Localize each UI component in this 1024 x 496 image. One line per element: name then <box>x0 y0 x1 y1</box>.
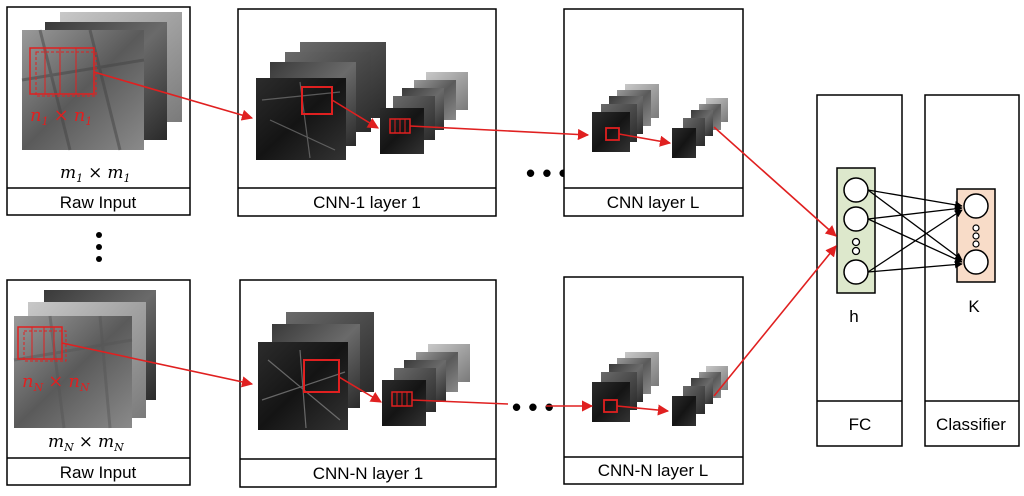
arrow-input-to-cnnn <box>61 342 254 388</box>
input-image-layer <box>14 316 132 428</box>
feature-map <box>672 396 696 426</box>
feature-map <box>380 108 424 154</box>
cnn-layer-l-caption: CNN layer L <box>607 193 700 212</box>
feature-map <box>592 382 630 422</box>
cnn-layer-l-panel: CNN layer L <box>563 8 744 217</box>
arrow-cnnn-to-dots <box>411 399 509 405</box>
raw-input-bottom-panel: nN×nN mN×mN Raw Input <box>6 279 191 486</box>
arrow-cnnn-layer-l-to-fc <box>713 245 837 397</box>
arrow-cnn1-to-layer-l <box>409 125 590 141</box>
arrow-cnn1-map-to-pool <box>331 99 379 129</box>
cnnn-layer1-panel: CNN-N layer 1 <box>239 279 497 488</box>
feature-map <box>592 112 630 152</box>
raw-input-top-panel: n1×n1 m1×m1 Raw Input <box>6 6 191 216</box>
input-patch-grid <box>29 47 97 97</box>
classifier-node-label: K <box>968 297 980 316</box>
fc-caption: FC <box>849 415 872 434</box>
conv-patch-grid <box>391 391 413 407</box>
classifier-neuron <box>963 193 989 219</box>
raw-input-bottom-caption: Raw Input <box>60 463 137 482</box>
cnnn-layer-l-caption: CNN-N layer L <box>598 461 709 480</box>
ellipsis-dots-top: • • • <box>526 158 568 188</box>
classifier-neuron <box>963 249 989 275</box>
fc-neuron <box>843 259 869 285</box>
vertical-ellipsis <box>96 232 102 262</box>
cnn1-layer1-caption: CNN-1 layer 1 <box>313 193 421 212</box>
input-image-layer <box>22 30 144 150</box>
fc-neuron <box>843 177 869 203</box>
fc-to-classifier-connections <box>867 189 963 273</box>
fc-node-label: h <box>849 307 858 326</box>
feature-map <box>672 128 696 158</box>
classifier-panel: K Classifier <box>924 94 1020 447</box>
arrow-cnnn-layer-l-map-to-pool <box>616 404 670 416</box>
ellipsis-dots-bottom: • • • <box>512 392 554 422</box>
cnnn-layer-l-panel: CNN-N layer L <box>563 276 744 485</box>
cnn1-layer1-panel: CNN-1 layer 1 <box>237 8 497 217</box>
patch-size-label-top: n1×n1 <box>30 105 92 128</box>
input-size-label-bottom: mN×mN <box>48 432 124 454</box>
input-size-label-top: m1×m1 <box>60 163 131 185</box>
patch-size-label-bottom: nN×nN <box>22 371 90 394</box>
feature-map <box>382 380 426 426</box>
raw-input-top-caption: Raw Input <box>60 193 137 212</box>
arrow-input-to-cnn1 <box>93 71 254 121</box>
classifier-caption: Classifier <box>936 415 1006 434</box>
fc-neuron <box>843 206 869 232</box>
arrow-layer-l-map-to-pool <box>618 133 672 147</box>
arrow-layer-l-to-fc <box>713 126 837 237</box>
receptive-field-box <box>303 359 340 393</box>
arrow-cnnn-map-to-pool <box>338 376 382 403</box>
cnnn-layer1-caption: CNN-N layer 1 <box>313 464 424 483</box>
data-flow-arrows <box>61 71 837 416</box>
